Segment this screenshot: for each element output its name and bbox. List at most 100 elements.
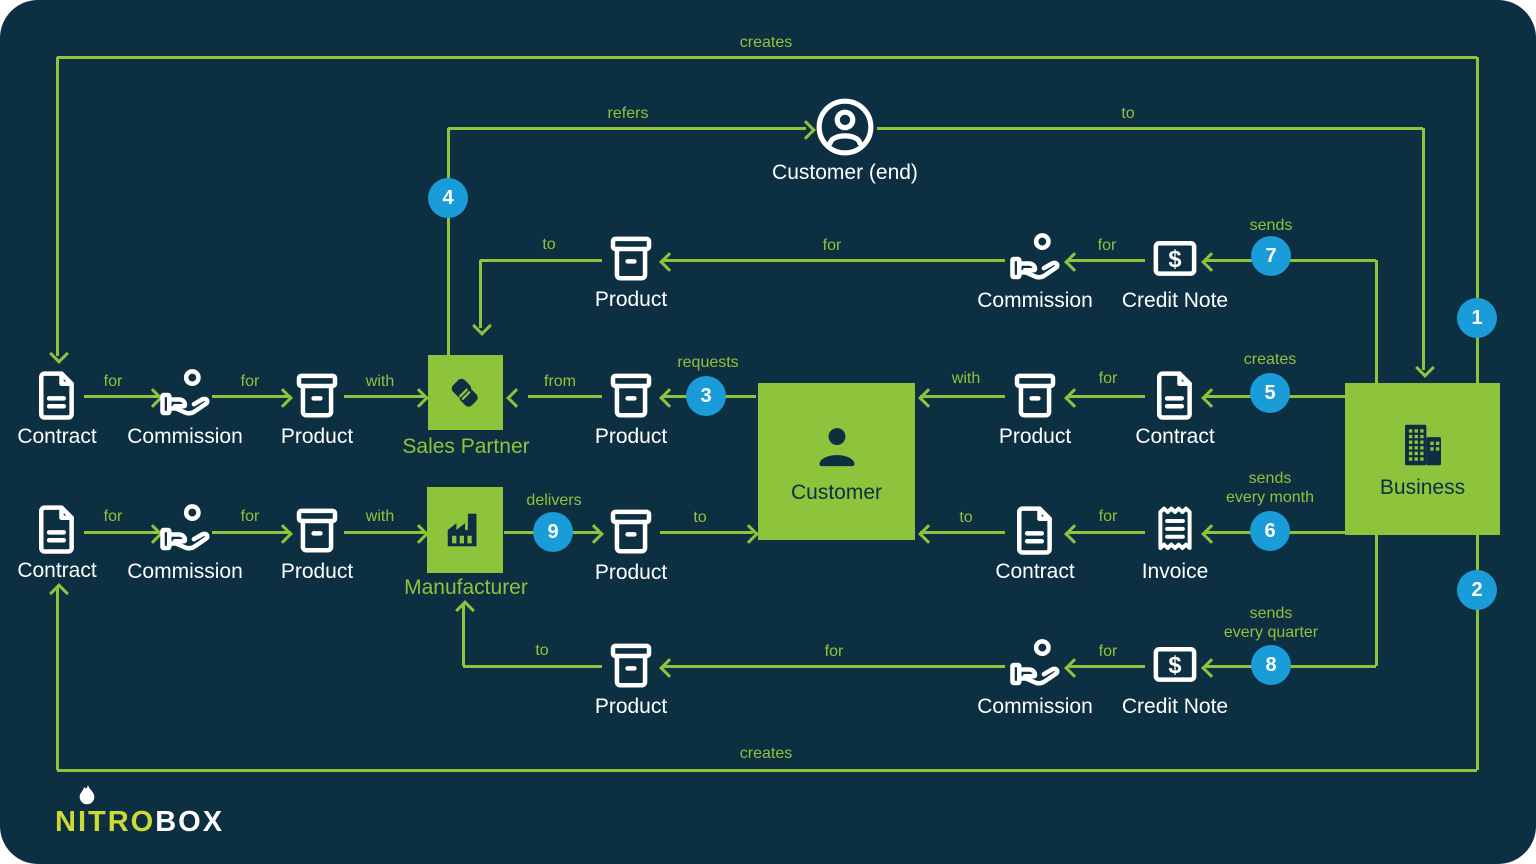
- edge-label-a-to: to: [542, 236, 556, 253]
- connector-line: [84, 394, 159, 398]
- node-label: Commission: [977, 695, 1093, 718]
- node-product-mid-left: Product: [242, 368, 392, 449]
- arrowhead-left: [506, 387, 527, 408]
- step-circle-8: 8: [1251, 645, 1291, 685]
- arrowhead-down: [48, 343, 69, 364]
- product-box-icon: [610, 643, 652, 688]
- node-label: Customer: [790, 480, 883, 504]
- arrowhead-left: [918, 523, 939, 544]
- edge-label-b-from: from: [544, 373, 576, 390]
- connector-line: [212, 530, 291, 534]
- edge-label-b-for-3: for: [1098, 370, 1118, 387]
- invoice-receipt-icon: [1158, 506, 1192, 550]
- connector-line: [344, 394, 424, 398]
- node-credit-note-top: $Credit Note: [1100, 232, 1250, 313]
- logo-wordmark: NITROBOX: [55, 806, 224, 839]
- node-label: Commission: [127, 425, 243, 448]
- node-label-sales-partner: Sales Partner: [402, 435, 530, 458]
- node-contract-mid-left: Contract: [0, 368, 132, 449]
- node-product-bot-left: Product: [242, 503, 392, 584]
- credit-note-icon: $: [1153, 241, 1197, 276]
- node-commission-top: Commission: [960, 232, 1110, 313]
- node-customer: Customer: [758, 383, 915, 540]
- arrowhead-right: [408, 523, 429, 544]
- connector-line: [877, 126, 1423, 130]
- edge-label-c-to-right: to: [959, 509, 973, 526]
- arrowhead-right: [408, 387, 429, 408]
- node-label-manufacturer: Manufacturer: [404, 576, 528, 599]
- flame-icon: [79, 785, 95, 805]
- arrowhead-down: [471, 315, 492, 336]
- factory-icon: [447, 513, 477, 547]
- product-box-icon: [296, 373, 338, 418]
- step-label-6: sends: [1248, 470, 1292, 487]
- edge-label-c-for-2: for: [240, 508, 260, 525]
- node-business: Business: [1345, 383, 1500, 535]
- edge-label-d-to: to: [535, 642, 549, 659]
- step-circle-6: 6: [1250, 511, 1290, 551]
- edge-label-b-for-2: for: [240, 373, 260, 390]
- edge-label-c-with: with: [365, 508, 395, 525]
- arrowhead-up: [454, 600, 475, 621]
- connector-line: [461, 604, 465, 666]
- step-circle-1: 1: [1457, 298, 1497, 338]
- node-product-bottom: Product: [556, 638, 706, 719]
- step-label-7: sends: [1249, 217, 1293, 234]
- node-contract-mid-right: Contract: [1100, 368, 1250, 449]
- logo-box: BOX: [155, 806, 225, 838]
- connector-line: [920, 530, 1005, 534]
- connector-line: [57, 768, 1477, 772]
- credit-note-icon: $: [1153, 647, 1197, 682]
- node-commission-bottom: Commission: [960, 638, 1110, 719]
- step-label-6: every month: [1225, 489, 1315, 506]
- node-label: Product: [594, 695, 668, 718]
- product-box-icon: [296, 508, 338, 553]
- commission-hand-icon: [1010, 639, 1060, 686]
- edge-label-b-with-left: with: [365, 373, 395, 390]
- contract-icon: [39, 505, 74, 554]
- connector-line: [1374, 535, 1378, 666]
- product-box-icon: [610, 509, 652, 554]
- connector-line: [1067, 394, 1145, 398]
- edge-label-b-for-1: for: [103, 373, 123, 390]
- edge-label-a-for-commission: for: [822, 237, 842, 254]
- edge-label-b-with-right: with: [951, 370, 981, 387]
- node-sales-partner: [428, 355, 503, 430]
- node-label: Customer (end): [772, 161, 918, 184]
- connector-line: [55, 587, 59, 770]
- connector-line: [660, 530, 753, 534]
- connector-line: [478, 260, 482, 328]
- edge-label-refers: refers: [607, 105, 649, 122]
- edge-label-c-for-3: for: [1098, 508, 1118, 525]
- node-label: Product: [280, 425, 354, 448]
- connector-line: [1067, 530, 1145, 534]
- node-product-mid-right: Product: [960, 368, 1110, 449]
- node-commission-bot-left: Commission: [110, 503, 260, 584]
- connector-line: [1374, 260, 1378, 383]
- connector-line: [662, 664, 1005, 668]
- step-circle-5: 5: [1250, 373, 1290, 413]
- product-box-icon: [1014, 373, 1056, 418]
- node-manufacturer: [427, 487, 503, 573]
- node-label: Product: [594, 561, 668, 584]
- node-label: Product: [280, 560, 354, 583]
- node-label: Invoice: [1141, 560, 1209, 583]
- contract-icon: [1157, 371, 1192, 420]
- step-label-5: creates: [1243, 351, 1297, 368]
- person-icon: [818, 427, 855, 466]
- node-label: Contract: [995, 560, 1075, 583]
- product-box-icon: [610, 373, 652, 418]
- node-label: Product: [594, 288, 668, 311]
- person-circle-icon: [816, 98, 874, 156]
- node-label: Credit Note: [1121, 695, 1229, 718]
- edge-label-d-for-1: for: [824, 643, 844, 660]
- connector-line: [528, 394, 602, 398]
- step-circle-4: 4: [428, 178, 468, 218]
- connector-line: [84, 530, 159, 534]
- connector-line: [212, 394, 291, 398]
- connector-line: [480, 258, 602, 262]
- edge-label-endcustomer-to: to: [1121, 105, 1135, 122]
- step-label-3: requests: [677, 354, 739, 371]
- connector-line: [344, 530, 424, 534]
- edge-label-c-for-1: for: [103, 508, 123, 525]
